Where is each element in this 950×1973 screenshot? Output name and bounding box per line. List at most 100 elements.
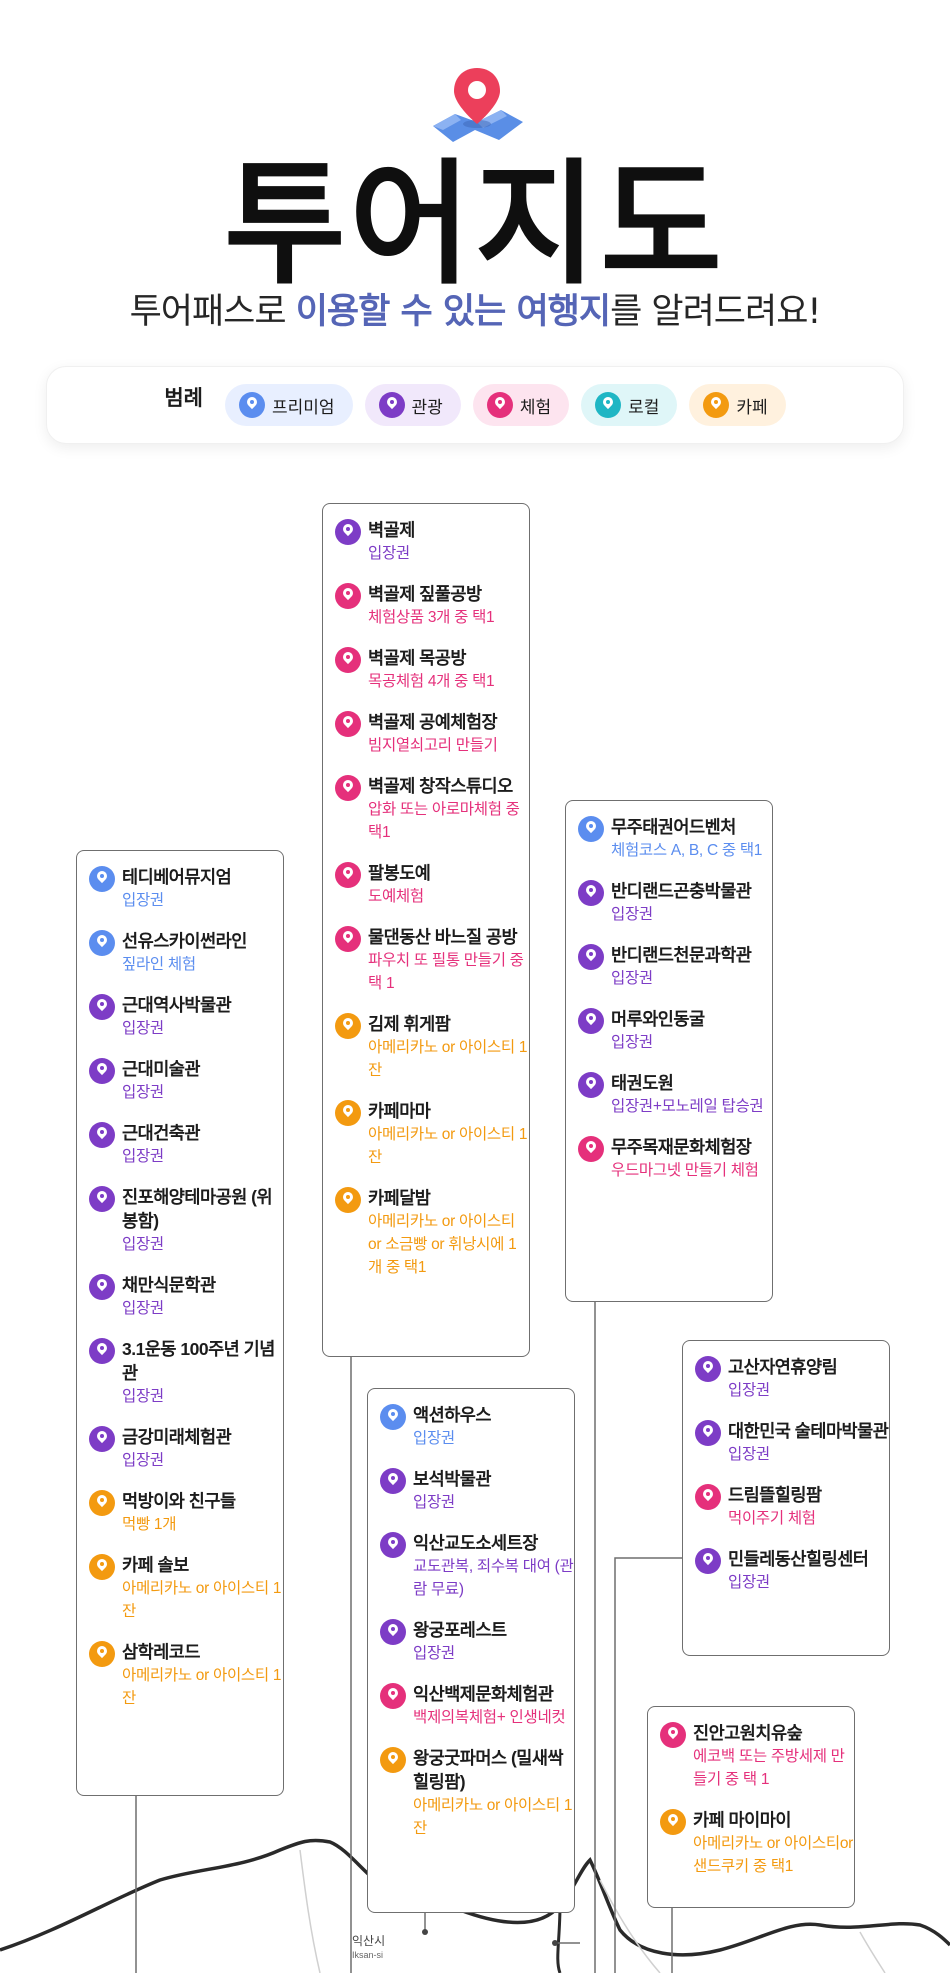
pin-cafe-icon <box>660 1809 686 1835</box>
pin-cafe-icon <box>335 1187 361 1213</box>
pin-tour-icon <box>578 944 604 970</box>
pin-premium-icon <box>578 816 604 842</box>
legend: 범례 프리미엄 관광 체험 로컬 카페 <box>46 366 904 444</box>
pin-tour-icon <box>380 1468 406 1494</box>
pin-tour-icon <box>89 1122 115 1148</box>
legend-chip-local: 로컬 <box>581 384 678 426</box>
legend-chip-experience: 체험 <box>472 384 570 426</box>
list-item: 진포해양테마공원 (위봉함)입장권 <box>89 1185 283 1256</box>
page-subtitle: 투어패스로 이용할 수 있는 여행지를 알려드려요! <box>129 292 822 332</box>
pin-experience-icon <box>335 775 361 801</box>
pin-tour-icon <box>89 994 115 1020</box>
pin-tour-icon <box>89 1186 115 1212</box>
pin-cafe-icon <box>335 1013 361 1039</box>
pin-tour-icon <box>578 880 604 906</box>
county-border-1 <box>299 1849 321 1973</box>
pin-tour-icon <box>380 1619 406 1645</box>
page-title: 투어지도 <box>224 146 726 304</box>
pin-experience-icon <box>578 1136 604 1162</box>
pin-experience-icon <box>380 1683 406 1709</box>
pin-local-icon <box>595 392 622 418</box>
legend-label: 범례 <box>164 387 203 410</box>
pin-experience-icon <box>335 926 361 952</box>
pin-tour-icon <box>89 1058 115 1084</box>
pin-premium-icon <box>238 392 265 418</box>
legend-chip-premium: 프리미엄 <box>224 384 353 426</box>
pin-experience-icon <box>660 1722 686 1748</box>
legend-chip-cafe: 카페 <box>689 384 786 426</box>
map-pin-hero-icon <box>433 68 523 142</box>
pin-experience-icon <box>486 392 513 418</box>
legend-chip-tour: 관광 <box>364 384 461 426</box>
pin-experience-icon <box>335 862 361 888</box>
pin-tour-icon <box>695 1356 721 1382</box>
pin-cafe-icon <box>89 1554 115 1580</box>
pin-cafe-icon <box>703 392 730 418</box>
list-item: 왕궁굿파머스 (밀새싹힐링팜)아메리카노 or 아이스티 1잔 <box>380 1746 574 1840</box>
pin-cafe-icon <box>89 1490 115 1516</box>
pin-tour-icon <box>89 1426 115 1452</box>
pin-experience-icon <box>335 583 361 609</box>
pin-cafe-icon <box>335 1100 361 1126</box>
county-border-3 <box>556 1904 562 1973</box>
iksan-marker <box>422 1929 428 1935</box>
pin-tour-icon <box>578 1072 604 1098</box>
pin-cafe-icon <box>380 1747 406 1773</box>
pin-cafe-icon <box>89 1641 115 1667</box>
pin-premium-icon <box>89 930 115 956</box>
pin-premium-icon <box>89 866 115 892</box>
pin-tour-icon <box>695 1548 721 1574</box>
pin-tour-icon <box>380 1532 406 1558</box>
pin-tour-icon <box>578 1008 604 1034</box>
pin-experience-icon <box>335 647 361 673</box>
pin-tour-icon <box>335 519 361 545</box>
pin-experience-icon <box>335 711 361 737</box>
map-marker-dot <box>552 1940 558 1946</box>
pin-tour-icon <box>378 392 405 418</box>
pin-premium-icon <box>380 1404 406 1430</box>
pin-experience-icon <box>695 1484 721 1510</box>
